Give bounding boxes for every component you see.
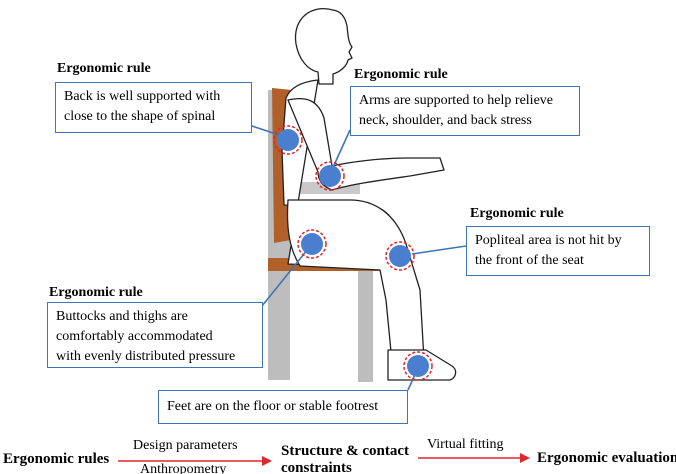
- rule-line: comfortably accommodated: [56, 327, 254, 347]
- rule-line: with evenly distributed pressure: [56, 347, 254, 367]
- flow-edge1-bottom: Anthropometry: [140, 462, 226, 474]
- rule-box-buttocks: Buttocks and thighs are comfortably acco…: [47, 302, 263, 368]
- rule-box-feet: Feet are on the floor or stable footrest: [158, 390, 408, 424]
- rule-line: Feet are on the floor or stable footrest: [167, 397, 399, 417]
- rule-title-buttocks: Ergonomic rule: [49, 285, 143, 301]
- rule-line: neck, shoulder, and back stress: [359, 111, 571, 131]
- rule-line: Arms are supported to help relieve: [359, 91, 571, 111]
- rule-line: Buttocks and thighs are: [56, 307, 254, 327]
- flow-middle-line1: Structure & contact: [281, 443, 409, 460]
- rule-line: the front of the seat: [475, 251, 641, 271]
- rule-line: Popliteal area is not hit by: [475, 231, 641, 251]
- callout-line-popliteal: [412, 246, 466, 254]
- chair-front-leg: [358, 270, 373, 382]
- flow-end: Ergonomic evaluation: [537, 450, 676, 467]
- rule-line: Back is well supported with: [64, 87, 243, 107]
- flow-edge2-top: Virtual fitting: [427, 437, 504, 453]
- head: [295, 9, 352, 84]
- flow-start: Ergonomic rules: [3, 451, 109, 468]
- flow-middle-line2: constraints: [281, 460, 352, 474]
- rule-title-arms: Ergonomic rule: [354, 67, 448, 83]
- rule-title-popliteal: Ergonomic rule: [470, 206, 564, 222]
- rule-line: close to the shape of spinal: [64, 107, 243, 127]
- legs: [288, 200, 425, 362]
- rule-box-back: Back is well supported with close to the…: [55, 82, 252, 133]
- rule-box-arms: Arms are supported to help relieve neck,…: [350, 86, 580, 136]
- rule-box-popliteal: Popliteal area is not hit by the front o…: [466, 226, 650, 276]
- flow-edge1-top: Design parameters: [133, 438, 238, 454]
- rule-title-back: Ergonomic rule: [57, 61, 151, 77]
